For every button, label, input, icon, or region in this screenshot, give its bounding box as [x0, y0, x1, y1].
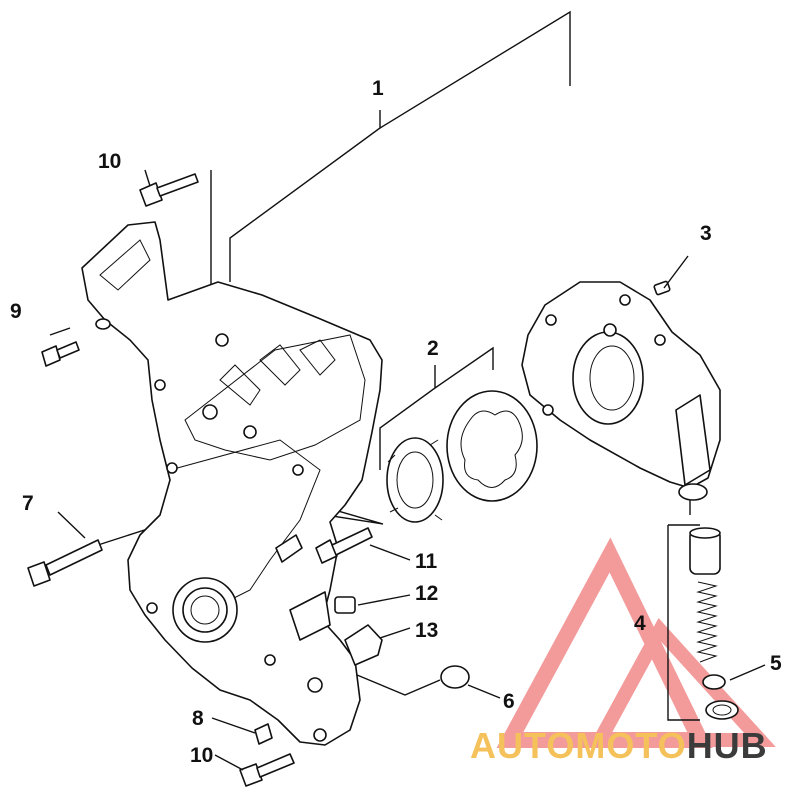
leader-11-label — [369, 544, 411, 561]
cover-upper-panel — [184, 334, 366, 461]
cover-seal-ring — [182, 587, 228, 633]
watermark-moto: MOTO — [575, 725, 686, 766]
pump-housing-bore-inner — [589, 345, 635, 411]
screw-3 — [653, 255, 689, 296]
bolt-10-bottom-shank — [256, 753, 295, 778]
watermark-hub: HUB — [687, 725, 768, 766]
relief-valve-spring — [696, 581, 718, 663]
callout-10-bottom: 10 — [190, 744, 213, 767]
leader-12 — [357, 594, 411, 606]
pump-bolt-hole — [542, 404, 554, 416]
relief-valve-snap-ring-inner — [712, 704, 732, 716]
bolts — [27, 169, 501, 787]
cover-bolt-hole — [313, 728, 327, 742]
pump-relief-bore — [675, 394, 711, 486]
oil-pump-cover — [521, 281, 721, 501]
bolt-9-washer — [95, 318, 111, 330]
callout-9: 9 — [10, 300, 22, 323]
inner-rotor-teeth — [387, 439, 443, 521]
callout-8: 8 — [192, 707, 204, 730]
cover-bolt-hole — [264, 654, 276, 666]
pump-bolt-hole — [654, 334, 666, 346]
pump-bolt-hole — [619, 294, 631, 306]
leader-9 — [49, 327, 71, 336]
leader-1-left — [229, 110, 381, 282]
callout-12: 12 — [415, 582, 438, 605]
bolt-10-bottom-head — [239, 763, 263, 787]
watermark-text: AUTOMOTOHUB — [470, 725, 768, 766]
callout-4: 4 — [634, 612, 646, 635]
callout-3: 3 — [700, 222, 712, 245]
pump-bolt-hole — [545, 314, 557, 326]
bolt-11-shank — [331, 527, 373, 556]
watermark-auto: AUTO — [470, 725, 575, 766]
outer-rotor — [446, 390, 538, 502]
callout-11: 11 — [415, 550, 438, 573]
leader-10-bottom — [214, 754, 244, 771]
cover-bolt-hole — [292, 464, 304, 476]
oil-pump-rotors — [386, 390, 538, 523]
cover-seal-inner — [190, 595, 220, 625]
cover-bolt-hole — [202, 404, 218, 420]
callout-5: 5 — [770, 652, 782, 675]
callout-labels: 1 2 3 4 5 6 7 8 9 10 10 11 12 13 — [10, 77, 782, 767]
leader-1-right — [379, 10, 571, 129]
sensor-13 — [344, 624, 383, 666]
bolt-8 — [254, 723, 273, 745]
cover-boss-lower — [289, 591, 331, 641]
cover-bolt-hole — [166, 462, 178, 474]
cover-ribs — [219, 339, 336, 406]
callout-1: 1 — [372, 77, 384, 100]
cover-bolt-hole — [215, 333, 229, 347]
callout-13: 13 — [415, 619, 438, 642]
leader-7-label — [57, 511, 86, 539]
pump-housing-bore — [572, 331, 644, 425]
inner-rotor-hub — [396, 451, 434, 509]
leader-10-top-label — [144, 169, 151, 187]
callout-7: 7 — [22, 492, 34, 515]
svg-text:AUTOMOTOHUB: AUTOMOTOHUB — [470, 725, 768, 766]
cover-bolt-hole — [243, 425, 257, 439]
callout-10-top: 10 — [98, 150, 121, 173]
callout-2: 2 — [427, 337, 439, 360]
bolt-9-shank — [56, 341, 80, 359]
leader-6 — [344, 669, 441, 696]
inner-rotor — [386, 437, 444, 523]
leader-13 — [379, 627, 411, 639]
leader-5 — [729, 664, 766, 681]
cover-bolt-hole — [154, 379, 166, 391]
leader-4-bracket — [667, 525, 700, 721]
cover-bolt-hole — [307, 677, 323, 693]
callout-6: 6 — [503, 690, 515, 713]
plug-6 — [440, 665, 470, 689]
screw-3-leader — [663, 255, 689, 289]
relief-valve-seat — [702, 674, 726, 690]
bolt-7-shank — [45, 539, 103, 576]
cover-outline — [81, 221, 383, 746]
pump-bolt-hole — [603, 323, 617, 337]
leader-8 — [211, 717, 256, 734]
relief-valve — [689, 527, 766, 720]
timing-cover — [81, 221, 383, 746]
bolt-7-head — [27, 561, 51, 587]
pump-outlet-boss — [678, 483, 708, 501]
bolt-9-head — [41, 345, 61, 367]
leader-6-label — [467, 684, 501, 699]
relief-valve-snap-ring — [705, 700, 739, 720]
relief-valve-plunger-top — [689, 527, 721, 539]
cover-bolt-hole — [146, 602, 158, 614]
cover-boss — [275, 534, 303, 563]
outer-rotor-lobes — [460, 410, 523, 488]
dowel-12 — [334, 596, 356, 614]
leader-2-left — [379, 365, 436, 470]
cover-center-contour — [169, 439, 321, 601]
cover-top-flange — [99, 239, 151, 291]
leader-2-right — [434, 346, 494, 389]
bolt-10-top-shank — [156, 173, 199, 197]
